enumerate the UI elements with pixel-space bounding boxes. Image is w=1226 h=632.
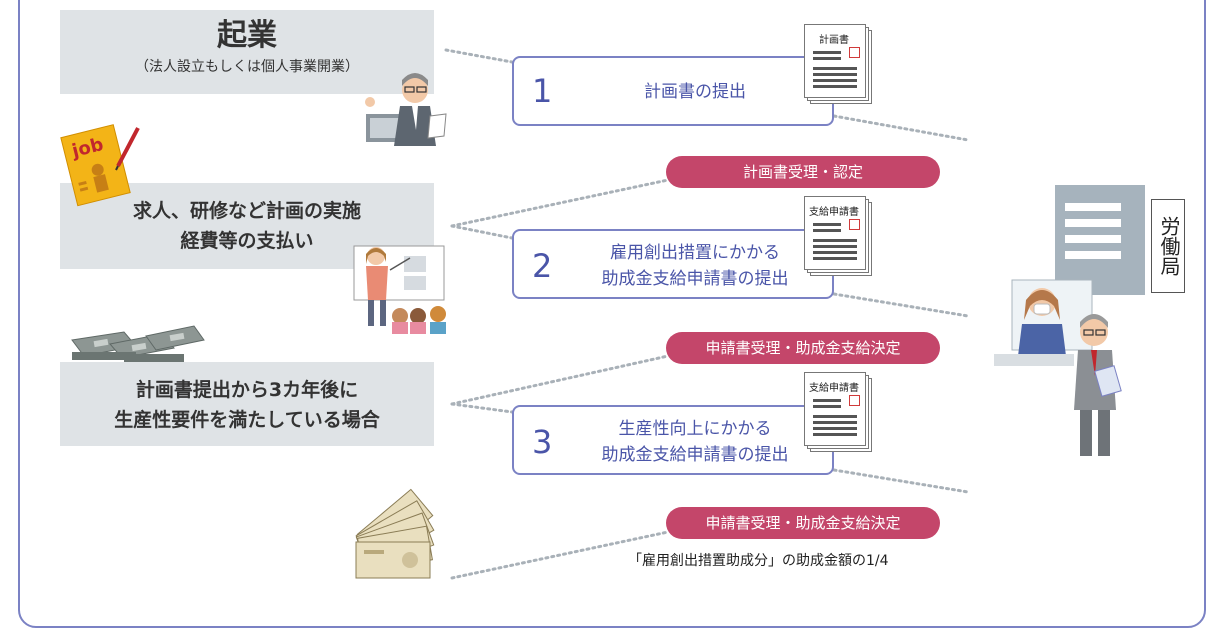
step-2-box: 2 雇用創出措置にかかる 助成金支給申請書の提出 xyxy=(512,229,834,299)
subsidy-amount-note: 「雇用創出措置助成分」の助成金額の1/4 xyxy=(628,553,889,569)
startup-subtitle: （法人設立もしくは個人事業開業） xyxy=(135,59,359,75)
plan-document-label: 計画書 xyxy=(819,35,849,46)
officials-at-counter-icon xyxy=(994,279,1122,456)
connector-3b xyxy=(450,402,514,414)
connector-2c xyxy=(832,292,970,318)
connector-1b xyxy=(832,114,970,142)
labour-bureau-building-icon xyxy=(1055,185,1145,295)
application-accepted-badge-1: 申請書受理・助成金支給決定 xyxy=(666,332,940,364)
plan-accepted-badge: 計画書受理・認定 xyxy=(666,156,940,188)
application-accepted-badge-2: 申請書受理・助成金支給決定 xyxy=(666,507,940,539)
banknotes-fan-icon xyxy=(355,488,435,579)
payment-application-document-label-2: 支給申請書 xyxy=(809,383,859,394)
job-magazine-icon: job xyxy=(60,124,140,207)
step-1-label: 計画書の提出 xyxy=(644,82,746,102)
connector-3a xyxy=(450,354,670,406)
cash-bundle-icon xyxy=(71,325,205,362)
payment-application-document-icon-1: 支給申請書 xyxy=(804,196,872,276)
step-2-label-line1: 雇用創出措置にかかる xyxy=(610,243,780,263)
connector-3c xyxy=(832,468,970,494)
training-class-icon xyxy=(353,245,446,334)
step-2-label-line2: 助成金支給申請書の提出 xyxy=(601,269,789,289)
step-3-number: 3 xyxy=(532,423,553,461)
payment-application-document-label-1: 支給申請書 xyxy=(809,207,859,218)
plan-implementation-line1: 求人、研修など計画の実施 xyxy=(132,200,361,222)
productivity-line2: 生産性要件を満たしている場合 xyxy=(114,409,380,431)
step-2-number: 2 xyxy=(532,247,553,285)
presenter-man-icon xyxy=(365,73,447,146)
step-3-box: 3 生産性向上にかかる 助成金支給申請書の提出 xyxy=(512,405,834,475)
step-3-label-line1: 生産性向上にかかる xyxy=(618,419,772,439)
startup-title: 起業 xyxy=(217,18,277,53)
outer-frame xyxy=(18,0,1206,628)
labour-bureau-label: 労働局 xyxy=(1151,199,1185,293)
plan-document-icon: 計画書 xyxy=(804,24,872,104)
step-3-label-line2: 助成金支給申請書の提出 xyxy=(601,445,789,465)
productivity-requirement-box: 計画書提出から3カ年後に 生産性要件を満たしている場合 xyxy=(60,362,434,446)
connector-1a xyxy=(444,48,514,64)
plan-implementation-box: 求人、研修など計画の実施 経費等の支払い xyxy=(60,183,434,269)
connector-2b xyxy=(450,224,514,240)
step-1-box: 1 計画書の提出 xyxy=(512,56,834,126)
connector-4a xyxy=(450,530,670,580)
step-1-number: 1 xyxy=(532,72,553,110)
payment-application-document-icon-2: 支給申請書 xyxy=(804,372,872,452)
plan-implementation-line2: 経費等の支払い xyxy=(180,230,314,252)
startup-box: 起業 （法人設立もしくは個人事業開業） xyxy=(60,10,434,94)
productivity-line1: 計画書提出から3カ年後に xyxy=(135,379,359,401)
connector-2a xyxy=(450,178,670,228)
